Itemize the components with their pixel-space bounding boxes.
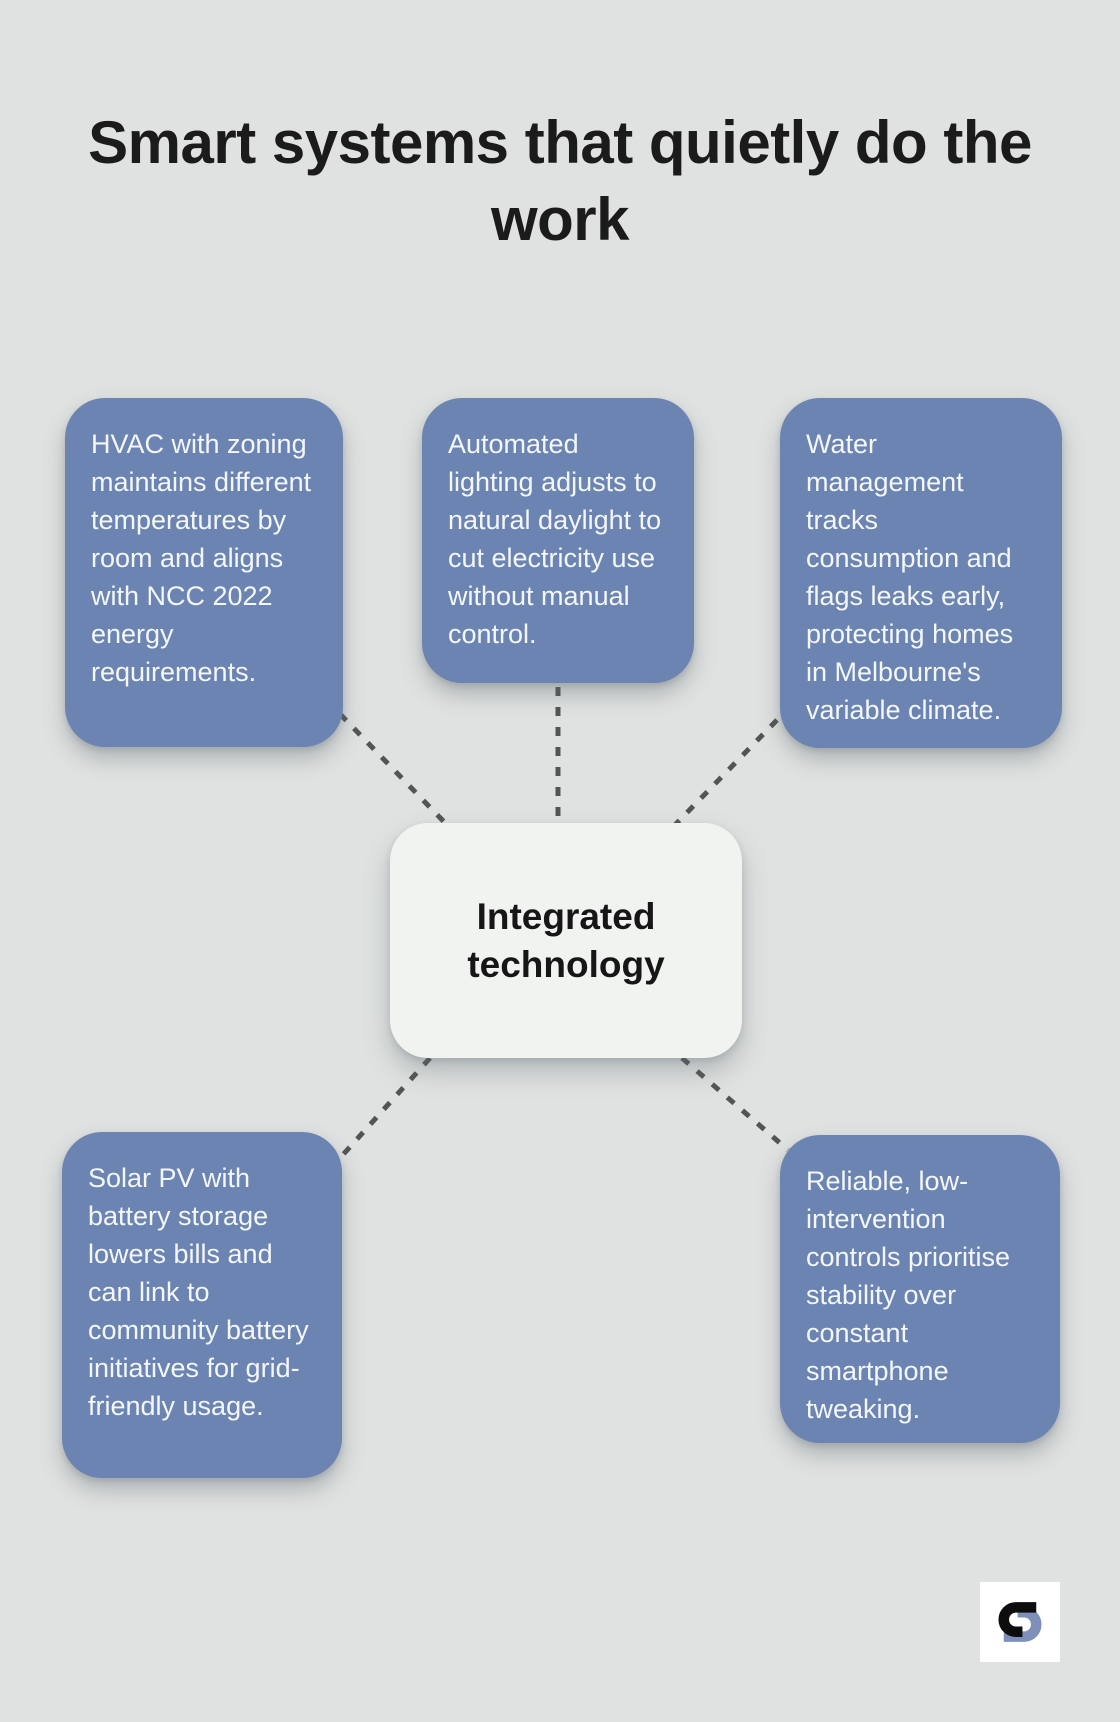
node-water: Water management tracks consumption and …: [780, 398, 1062, 748]
node-controls: Reliable, low-intervention controls prio…: [780, 1135, 1060, 1443]
node-solar-text: Solar PV with battery storage lowers bil…: [88, 1163, 309, 1421]
connector-hvac-center: [338, 712, 452, 830]
node-hvac: HVAC with zoning maintains different tem…: [65, 398, 343, 747]
brand-logo: [980, 1582, 1060, 1662]
connector-water-center: [670, 718, 779, 830]
node-controls-text: Reliable, low-intervention controls prio…: [806, 1166, 1011, 1424]
page-title: Smart systems that quietly do the work: [88, 109, 1032, 253]
center-node-label: Integrated technology: [467, 895, 665, 985]
connector-center-solar: [338, 1056, 432, 1160]
connector-center-controls: [680, 1056, 790, 1152]
node-solar: Solar PV with battery storage lowers bil…: [62, 1132, 342, 1478]
node-lighting: Automated lighting adjusts to natural da…: [422, 398, 694, 683]
center-node: Integrated technology: [390, 823, 742, 1058]
node-water-text: Water management tracks consumption and …: [806, 429, 1014, 725]
s-monogram-logo-icon: [998, 1602, 1042, 1642]
node-hvac-text: HVAC with zoning maintains different tem…: [91, 429, 312, 687]
node-lighting-text: Automated lighting adjusts to natural da…: [448, 429, 662, 649]
